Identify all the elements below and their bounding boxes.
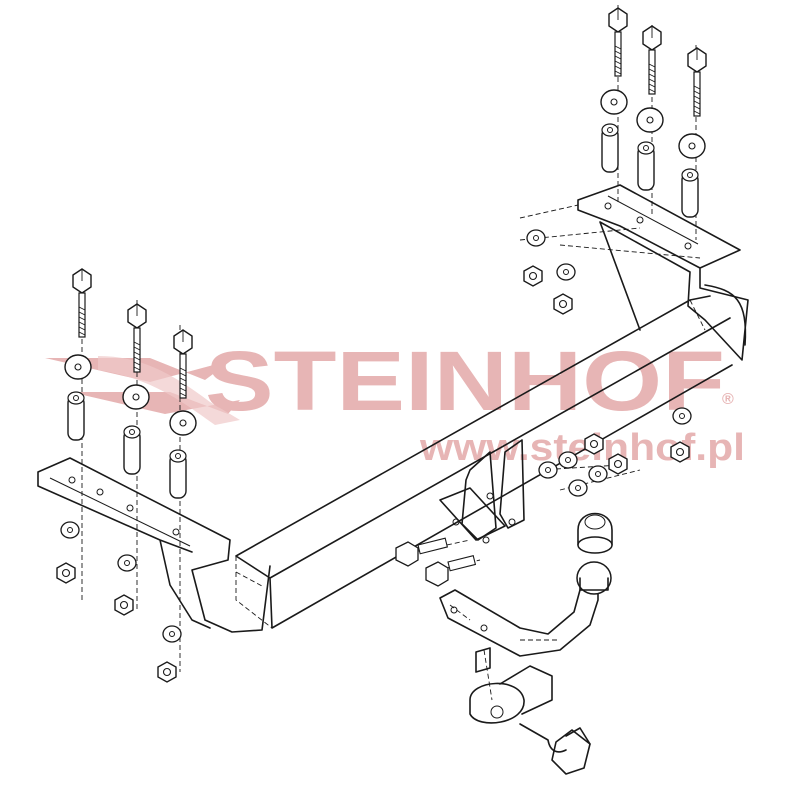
bolt-icon <box>642 25 662 95</box>
nut-icon <box>157 661 177 683</box>
washer-icon <box>122 384 150 410</box>
right-fasteners <box>523 5 707 463</box>
towball-neck <box>439 587 599 657</box>
electric-socket <box>469 647 553 724</box>
spacer-sleeve-icon <box>169 449 187 499</box>
washer-icon <box>556 263 576 281</box>
washer-icon <box>162 625 182 643</box>
washer-icon <box>672 407 692 425</box>
spacer-sleeve-icon <box>681 168 699 218</box>
nut-icon <box>56 562 76 584</box>
spacer-sleeve-icon <box>123 425 141 475</box>
bolt-icon <box>425 555 477 587</box>
left-fasteners <box>56 268 197 683</box>
washer-icon <box>558 451 578 469</box>
left-mounting-bracket <box>37 457 271 633</box>
nut-icon <box>670 441 690 463</box>
washer-icon <box>117 554 137 572</box>
spacer-sleeve-icon <box>67 391 85 441</box>
washer-icon <box>526 229 546 247</box>
washer-icon <box>169 410 197 436</box>
bolt-icon <box>72 268 92 338</box>
right-mounting-bracket <box>519 184 749 361</box>
washer-icon <box>636 107 664 133</box>
center-fasteners <box>395 433 641 587</box>
watermark-registered-mark: ® <box>722 391 734 408</box>
watermark-url: www.steinhof.pl <box>419 427 745 469</box>
bolt-icon <box>608 7 628 77</box>
nut-icon <box>114 594 134 616</box>
washer-icon <box>678 133 706 159</box>
washer-icon <box>568 479 588 497</box>
watermark: STEINHOF ® www.steinhof.pl <box>45 334 745 469</box>
washer-icon <box>600 89 628 115</box>
spacer-sleeve-icon <box>637 141 655 191</box>
bolt-icon <box>687 47 707 117</box>
nut-icon <box>553 293 573 315</box>
spacer-sleeve-icon <box>601 123 619 173</box>
washer-icon <box>538 461 558 479</box>
nut-icon <box>608 453 628 475</box>
center-mounting-plates <box>439 439 525 544</box>
washer-icon <box>60 521 80 539</box>
main-crossbeam <box>235 295 733 629</box>
electric-plug <box>519 723 591 775</box>
tow-ball <box>576 512 613 595</box>
bolt-icon <box>395 537 449 567</box>
nut-icon <box>584 433 604 455</box>
washer-icon <box>588 465 608 483</box>
nut-icon <box>523 265 543 287</box>
washer-icon <box>64 354 92 380</box>
watermark-brand: STEINHOF <box>205 334 725 428</box>
